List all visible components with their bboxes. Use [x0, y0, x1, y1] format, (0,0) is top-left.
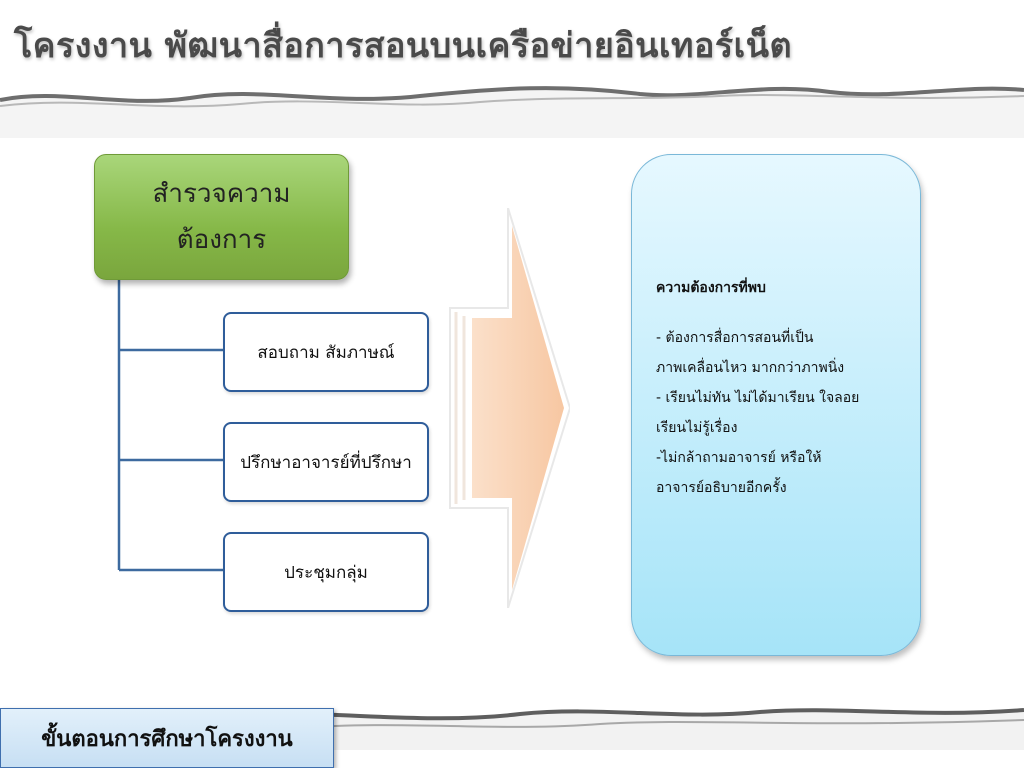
- root-node-line: สำรวจความ: [152, 179, 291, 209]
- child-node-interview: สอบถาม สัมภาษณ์: [223, 312, 429, 392]
- findings-line: ภาพเคลื่อนไหว มากกว่าภาพนิ่ง: [656, 360, 845, 376]
- root-node-survey-needs: สำรวจความ ต้องการ: [94, 154, 349, 280]
- findings-line: - ต้องการสื่อการสอนที่เป็น: [656, 330, 814, 346]
- right-arrow-icon: [449, 208, 570, 608]
- findings-panel: ความต้องการที่พบ - ต้องการสื่อการสอนที่เ…: [631, 154, 921, 656]
- torn-paper-divider-top: [0, 86, 1024, 138]
- findings-line: -ไม่กล้าถามอาจารย์ หรือให้: [656, 450, 822, 466]
- findings-line: - เรียนไม่ทัน ไม่ได้มาเรียน ใจลอย: [656, 390, 860, 406]
- footer-section-label: ขั้นตอนการศึกษาโครงงาน: [0, 708, 334, 768]
- root-node-line: ต้องการ: [176, 225, 267, 255]
- findings-line: อาจารย์อธิบายอีกครั้ง: [656, 480, 787, 496]
- findings-heading: ความต้องการที่พบ: [656, 280, 766, 296]
- child-node-group-meeting: ประชุมกลุ่ม: [223, 532, 429, 612]
- slide-title: โครงงาน พัฒนาสื่อการสอนบนเครือข่ายอินเทอ…: [14, 26, 793, 66]
- child-node-consult-advisor: ปรึกษาอาจารย์ที่ปรึกษา: [223, 422, 429, 502]
- findings-line: เรียนไม่รู้เรื่อง: [656, 420, 738, 436]
